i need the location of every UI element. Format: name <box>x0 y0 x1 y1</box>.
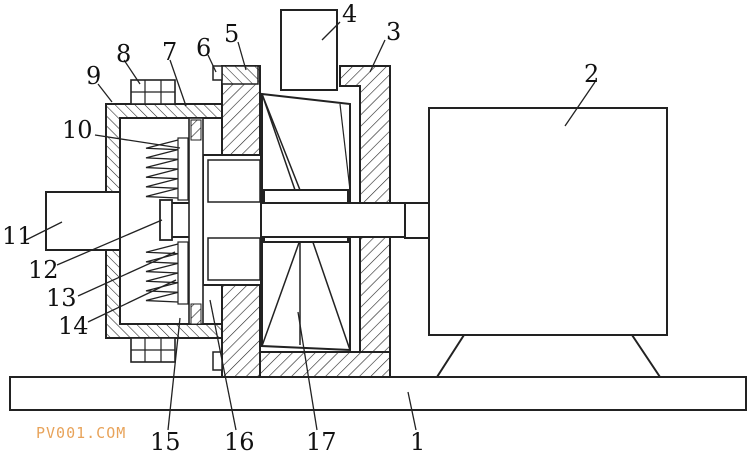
callout-impeller: 17 <box>306 428 337 456</box>
callout-motor: 2 <box>584 60 599 88</box>
callout-flange-bolt: 6 <box>196 34 211 62</box>
outlet-pipe <box>280 9 338 91</box>
callout-filter-cover: 7 <box>162 38 177 66</box>
callout-rotating-disc: 16 <box>224 428 255 456</box>
motor <box>404 107 668 378</box>
inlet-pipe <box>45 191 121 251</box>
callout-filter-screen-upper: 10 <box>62 116 93 144</box>
mesh-frame <box>188 117 204 325</box>
base-plate <box>9 376 747 411</box>
callout-brush-lower: 13 <box>46 284 77 312</box>
callout-filter-screen-lower: 14 <box>58 312 89 340</box>
filter-tooth-row <box>145 139 179 199</box>
cover-bolt <box>130 79 176 363</box>
callout-cover-bolt: 8 <box>116 40 131 68</box>
rotating-disc <box>202 154 262 286</box>
callout-flange-plate: 5 <box>224 20 239 48</box>
watermark-text: PV001.COM <box>36 424 127 442</box>
callout-fan-housing: 3 <box>386 18 401 46</box>
callout-inlet-pipe: 11 <box>2 222 33 250</box>
callout-filter-box: 9 <box>86 62 101 90</box>
filter-comb <box>177 137 189 305</box>
leader-lines <box>25 21 596 431</box>
callouts: 1 2 3 4 5 6 7 8 9 10 11 12 13 14 15 16 1… <box>2 0 599 456</box>
callout-base: 1 <box>410 428 425 456</box>
callout-mesh-frame: 15 <box>150 428 181 456</box>
callout-shaft-end: 12 <box>28 256 59 284</box>
shaft-end <box>159 199 173 241</box>
callout-outlet-pipe: 4 <box>342 0 357 28</box>
filter-screen-upper <box>145 139 179 199</box>
